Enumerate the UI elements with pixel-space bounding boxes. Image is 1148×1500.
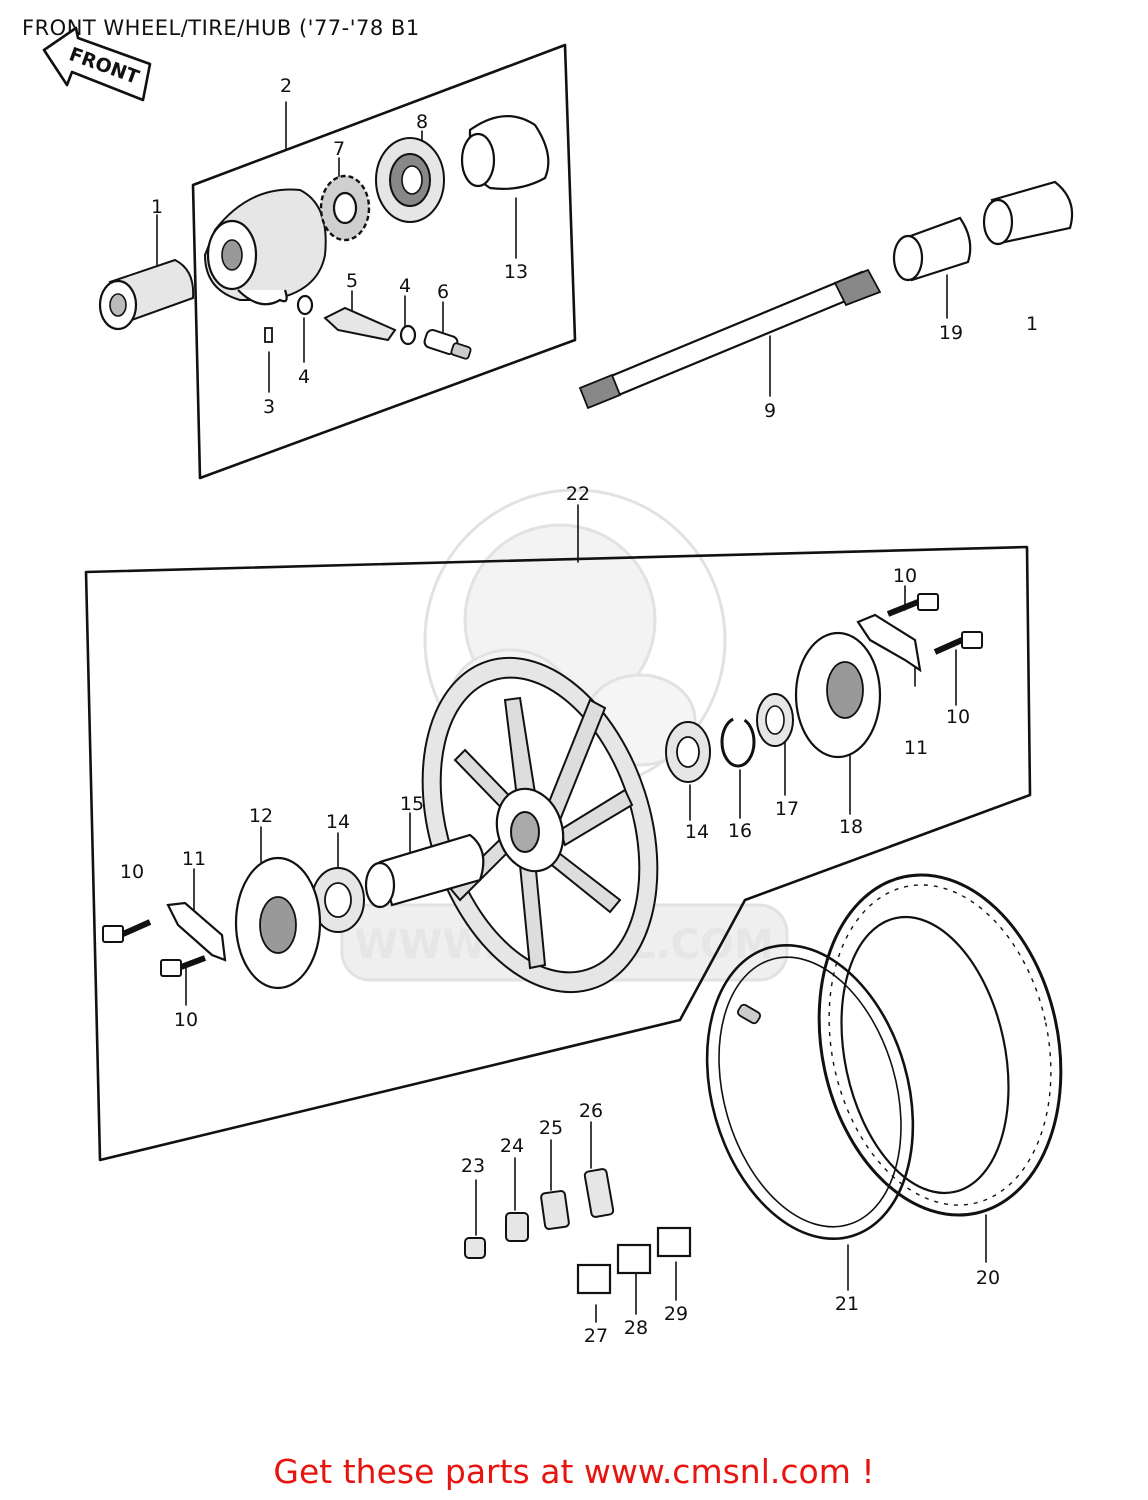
callout-2: 2	[280, 75, 292, 97]
part-9-axle	[578, 268, 882, 410]
part-4-washer	[296, 294, 314, 316]
callout-11-right: 11	[904, 737, 928, 759]
hub-assembly-panel	[191, 43, 577, 480]
callout-5: 5	[346, 270, 358, 292]
callout-26: 26	[579, 1100, 603, 1122]
part-14-bearing-left	[311, 867, 365, 933]
callout-23: 23	[461, 1155, 485, 1177]
part-11-lock-plate-right	[856, 613, 922, 673]
callout-19: 19	[939, 322, 963, 344]
footer-cta-link[interactable]: Get these parts at www.cmsnl.com !	[273, 1452, 875, 1491]
callout-17: 17	[775, 798, 799, 820]
part-5-cam-shaft	[323, 306, 397, 342]
callout-labels: 2 1 7 8 13 5 4 6 4 3 9 19 1 22 10 10 11 …	[120, 75, 1038, 1347]
bolt-10a	[102, 919, 152, 943]
callout-15: 15	[400, 793, 424, 815]
part-25-balance-weight	[540, 1190, 570, 1230]
part-24-balance-weight	[505, 1212, 529, 1242]
part-23-balance-weight	[464, 1237, 486, 1259]
leader-lines	[156, 101, 987, 1323]
part-8-bearing	[375, 137, 445, 223]
front-direction-marker: FRONT	[42, 26, 152, 102]
callout-18: 18	[839, 816, 863, 838]
callout-28: 28	[624, 1317, 648, 1339]
callout-6: 6	[437, 281, 449, 303]
part-17-seal	[756, 693, 794, 747]
bolt-10d	[933, 631, 983, 655]
part-19-collar	[892, 216, 972, 282]
callout-3: 3	[263, 396, 275, 418]
callout-10-top: 10	[893, 565, 917, 587]
callout-11-left: 11	[182, 848, 206, 870]
callout-13: 13	[504, 261, 528, 283]
part-4-washer-2	[399, 324, 417, 346]
part-27-clip	[576, 1263, 612, 1295]
callout-29: 29	[664, 1303, 688, 1325]
part-29-clip	[656, 1226, 692, 1258]
callout-14-right: 14	[685, 821, 709, 843]
part-13-seal-cover	[460, 115, 550, 190]
callout-12: 12	[249, 805, 273, 827]
part-1-collar-right	[982, 180, 1074, 246]
part-22-cast-wheel	[421, 656, 659, 994]
part-14-bearing-right	[665, 721, 711, 783]
callout-16: 16	[728, 820, 752, 842]
callout-25: 25	[539, 1117, 563, 1139]
callout-7: 7	[333, 138, 345, 160]
callout-4-left: 4	[298, 366, 310, 388]
part-28-clip	[616, 1243, 652, 1275]
part-12-disc-plate	[234, 856, 322, 990]
part-18-disc-plate	[794, 631, 882, 759]
callout-10-right: 10	[946, 706, 970, 728]
bolt-10c	[886, 593, 939, 617]
callout-1-left: 1	[151, 196, 163, 218]
callout-20: 20	[976, 1267, 1000, 1289]
diagram-title: FRONT WHEEL/TIRE/HUB ('77-'78 B1	[22, 16, 420, 40]
part-16-circlip	[720, 716, 756, 768]
part-3-pin	[264, 327, 273, 343]
part-10-bolts	[102, 593, 983, 977]
callout-14-left: 14	[326, 811, 350, 833]
callout-8: 8	[416, 111, 428, 133]
part-6-fitting	[423, 329, 472, 360]
part-15-spacer	[364, 833, 485, 909]
callout-1-right: 1	[1026, 313, 1038, 335]
part-21-inner-tube	[705, 944, 915, 1240]
part-7-gear	[319, 174, 371, 242]
bolt-10b	[160, 955, 207, 977]
callout-27: 27	[584, 1325, 608, 1347]
callout-24: 24	[500, 1135, 524, 1157]
callout-4-right: 4	[399, 275, 411, 297]
part-brake-panel-housing	[203, 188, 327, 306]
part-26-balance-weight	[583, 1168, 615, 1218]
part-1-collar-left	[98, 258, 195, 331]
part-20-tire	[817, 873, 1063, 1217]
callout-10-bottom: 10	[174, 1009, 198, 1031]
callout-10-left: 10	[120, 861, 144, 883]
callout-22: 22	[566, 483, 590, 505]
part-11-lock-plate-left	[166, 901, 227, 962]
wheel-assembly-panel	[84, 545, 1032, 1162]
callout-21: 21	[835, 1293, 859, 1315]
callout-9: 9	[764, 400, 776, 422]
